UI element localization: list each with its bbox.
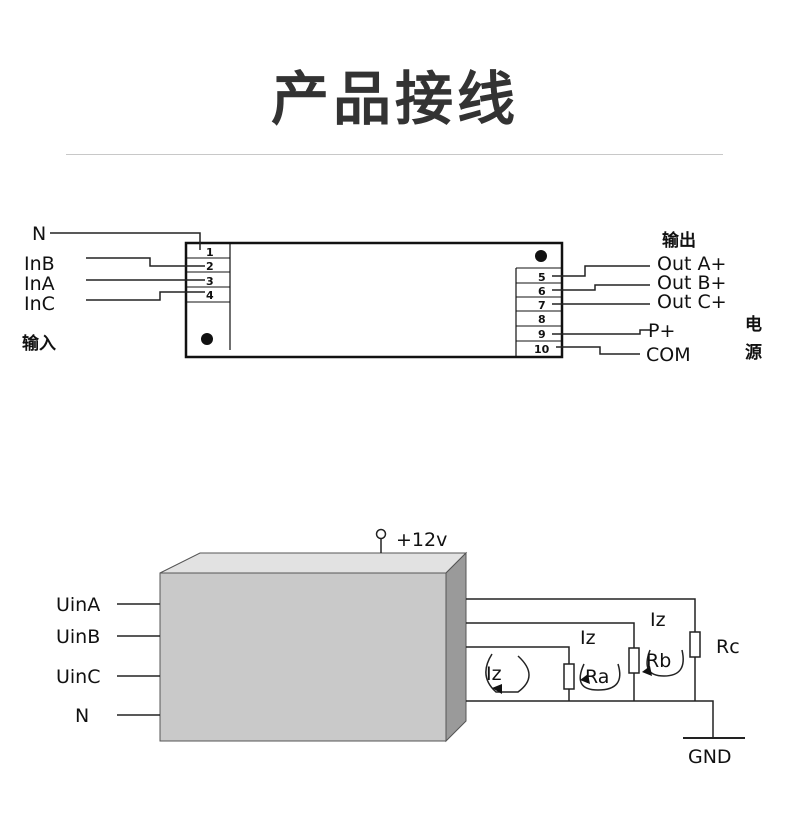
label-ra: Ra (585, 666, 609, 688)
pin-label: 10 (534, 343, 550, 356)
pin-label: 8 (538, 313, 546, 326)
current-loop-b (579, 663, 621, 691)
pin-label: 5 (538, 271, 546, 284)
supply-terminal (375, 528, 387, 540)
wire-inc (86, 291, 205, 301)
label-uinc: UinC (56, 666, 101, 688)
current-loop-c (646, 649, 684, 677)
box-top-face (159, 552, 468, 574)
output-wire-b (466, 622, 635, 648)
output-wire-c (466, 598, 696, 632)
terminal-diagram: 1 2 3 4 5 6 7 8 9 10 N InB InA InC 输入 输出… (22, 223, 762, 366)
label-out-a: Out A+ (657, 253, 726, 275)
page-title: 产品接线 (270, 65, 519, 133)
title-divider (66, 154, 723, 155)
pin-label: 2 (206, 260, 214, 273)
label-rc: Rc (716, 636, 740, 658)
label-inb: InB (24, 253, 55, 275)
wire-out-a (552, 265, 650, 277)
resistor-ra (563, 663, 575, 690)
circuit-diagram: +12v UinA UinB UinC N GND Iz (56, 528, 745, 768)
label-inc: InC (24, 293, 55, 315)
label-n: N (32, 223, 46, 245)
label-out-c: Out C+ (657, 291, 727, 313)
pin-label: 6 (538, 285, 546, 298)
pin-label: 4 (206, 289, 214, 302)
label-out-b: Out B+ (657, 272, 726, 294)
box-front-face (159, 572, 447, 742)
current-loop-a (485, 653, 530, 693)
pin-label: 3 (206, 275, 214, 288)
label-gnd: GND (688, 746, 732, 768)
label-power-2: 源 (745, 342, 762, 363)
label-supply: +12v (396, 529, 447, 551)
pin-label: 9 (538, 328, 546, 341)
label-rb: Rb (646, 650, 671, 672)
wire-inb (86, 257, 205, 267)
label-power-1: 电 (745, 314, 762, 335)
wire-p-plus (552, 329, 650, 335)
resistor-rb (628, 647, 640, 674)
label-n-input: N (75, 705, 89, 727)
output-wire-a (466, 646, 570, 664)
label-ina: InA (24, 273, 55, 295)
label-iz: Iz (580, 627, 596, 649)
module-body (184, 241, 564, 359)
wire-n (50, 232, 201, 250)
right-mounting-dot (535, 250, 547, 262)
wire-out-b (552, 284, 650, 291)
label-p-plus: P+ (648, 320, 675, 342)
box-side-face (445, 551, 467, 743)
label-iz: Iz (650, 609, 666, 631)
current-arrow-a (492, 684, 502, 694)
label-com: COM (646, 344, 691, 366)
label-input: 输入 (22, 333, 56, 354)
left-mounting-dot (201, 333, 213, 345)
label-uina: UinA (56, 594, 100, 616)
label-output: 输出 (662, 230, 696, 251)
return-wire (466, 700, 714, 738)
current-arrow-b (580, 674, 590, 684)
resistor-rc (689, 631, 701, 658)
label-uinb: UinB (56, 626, 100, 648)
pin-label: 1 (206, 246, 214, 259)
label-iz: Iz (486, 663, 502, 685)
wire-com (556, 346, 640, 355)
current-arrow-c (642, 666, 652, 676)
pin-label: 7 (538, 299, 546, 312)
